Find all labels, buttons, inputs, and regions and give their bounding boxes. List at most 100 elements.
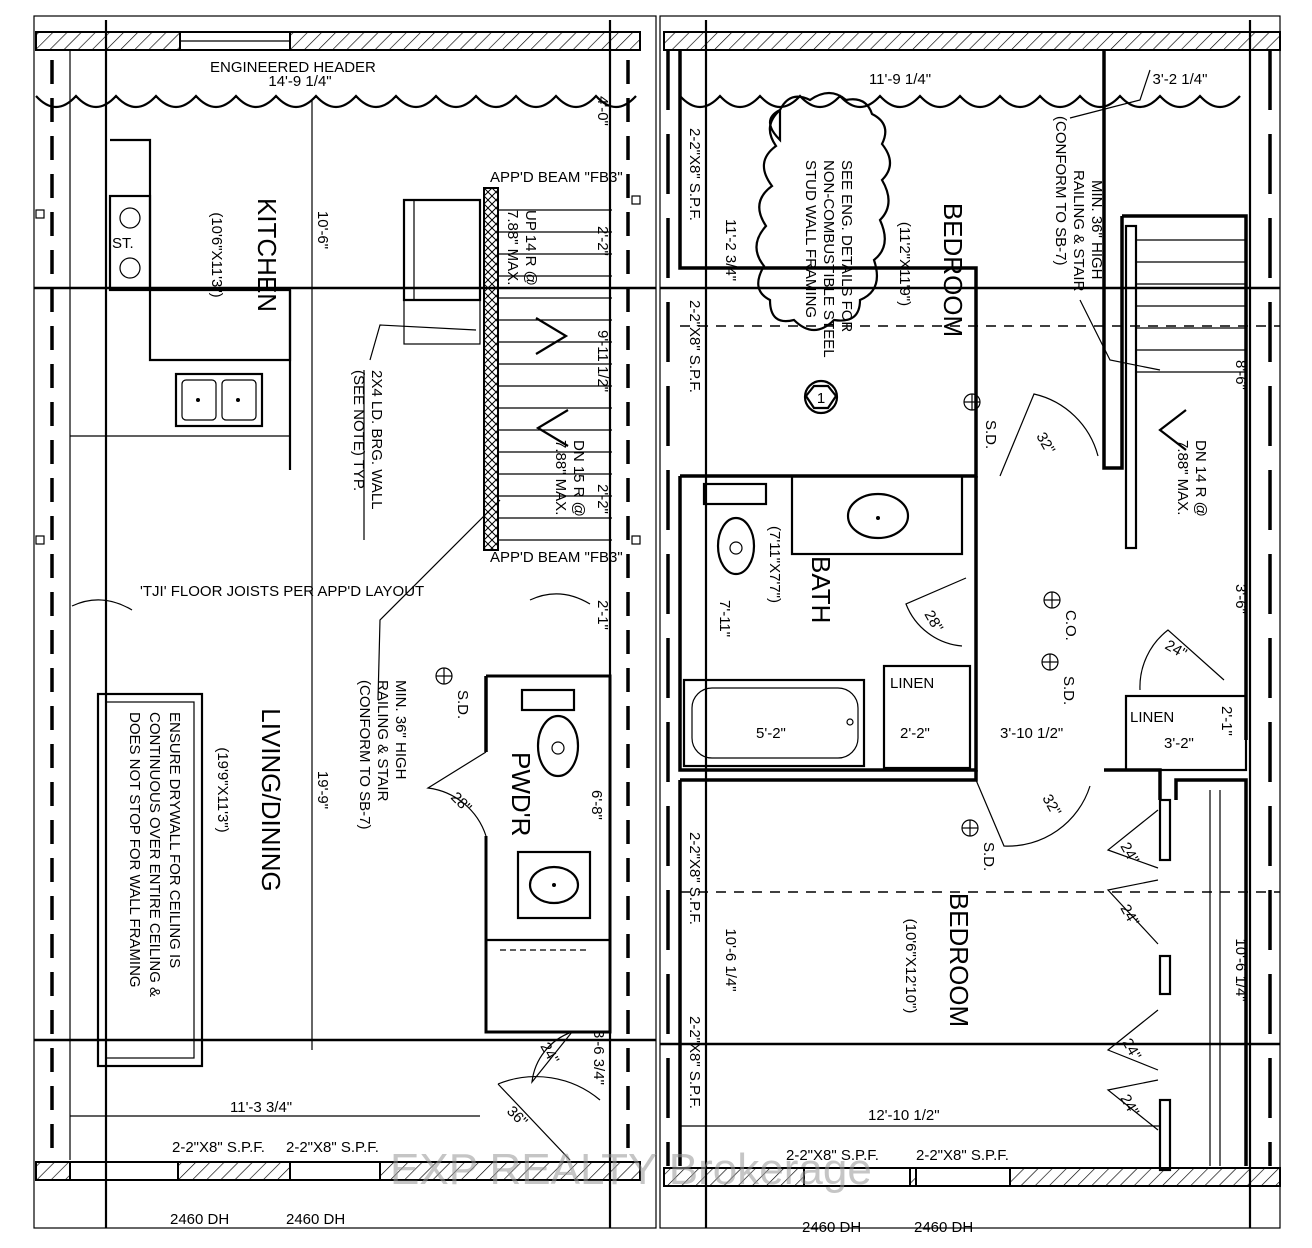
stair-up-line-2: 7.88" MAX. bbox=[504, 210, 521, 285]
door-36: 36" bbox=[503, 1103, 531, 1131]
bedroom1-door-swing bbox=[999, 393, 1099, 477]
bedroom2-door-swing bbox=[975, 779, 1091, 847]
top-exterior-wall-right bbox=[663, 31, 1281, 51]
bath-walls bbox=[678, 476, 978, 772]
left-panel-main-floor: ENGINEERED HEADER 14'-9 1/4" ST. KITCHEN… bbox=[33, 15, 657, 1229]
dim-2-2a: 2'-2" bbox=[594, 226, 611, 256]
kitchen-sink bbox=[174, 372, 264, 428]
linen-1-label: LINEN bbox=[890, 675, 934, 692]
sd-left-label: S.D. bbox=[454, 690, 471, 719]
railing-right-line-2: RAILING & STAIR bbox=[1070, 170, 1087, 292]
linen-closet-1 bbox=[882, 664, 972, 770]
door-24-b2: 24" bbox=[1117, 902, 1143, 930]
dim-12-10: 12'-10 1/2" bbox=[868, 1107, 940, 1124]
smoke-detector-bedroom2 bbox=[961, 819, 979, 837]
stair-upper-dn-2: 7.88" MAX. bbox=[1174, 440, 1191, 515]
stair-up-line-1: UP 14 R @ bbox=[522, 210, 539, 286]
watermark: EXP REALTY Brokerage bbox=[390, 1145, 872, 1194]
engineered-header-label: ENGINEERED HEADER bbox=[210, 59, 376, 76]
door-24-left: 24" bbox=[537, 1040, 563, 1068]
steel-framing-cloud-note bbox=[755, 91, 892, 332]
dim-2-2b: 2'-2" bbox=[594, 484, 611, 514]
dim-7-11: 7'-11" bbox=[716, 600, 733, 637]
kitchen-counter bbox=[110, 138, 292, 362]
bedroom1-name: BEDROOM bbox=[938, 203, 968, 337]
spf-bottom-right-2: 2-2"X8" S.P.F. bbox=[916, 1147, 1009, 1164]
brg-wall-line-1: 2X4 LD. BRG. WALL bbox=[368, 370, 385, 510]
beam-bottom-label: APP'D BEAM "FB3" bbox=[490, 549, 623, 566]
stair-upper-dn-1: DN 14 R @ bbox=[1192, 440, 1209, 517]
top-exterior-wall bbox=[35, 31, 641, 51]
dh-1: 2460 DH bbox=[170, 1211, 229, 1228]
dim-11-2: 11'-2 3/4" bbox=[722, 219, 739, 281]
railing-left-line-2: RAILING & STAIR bbox=[374, 680, 391, 802]
door-24-b1: 24" bbox=[1117, 840, 1143, 868]
co-label: C.O. bbox=[1062, 610, 1079, 641]
bifold-2 bbox=[1106, 879, 1159, 945]
entry-door-swing bbox=[497, 1076, 601, 1161]
dim-10-6-b: 10'-6 1/4" bbox=[1232, 938, 1249, 1001]
header-scallop-right bbox=[679, 94, 1241, 109]
bath-toilet bbox=[716, 516, 756, 576]
bath-name: BATH bbox=[806, 556, 836, 623]
window-bottom-1 bbox=[69, 1161, 179, 1181]
kitchen-size: (10'6"X11'3") bbox=[208, 212, 225, 297]
door-28-left: 28" bbox=[447, 789, 475, 817]
drywall-line-3: DOES NOT STOP FOR WALL FRAMING bbox=[126, 712, 143, 988]
stair-dn-line-2: 7.88" MAX. bbox=[552, 440, 569, 515]
steel-line-2: NON-COMBUSTIBLE STEEL bbox=[820, 160, 837, 358]
living-dining-size: (19'9"X11'3") bbox=[214, 747, 231, 832]
bedroom2-size: (10'6"X12'10") bbox=[902, 919, 919, 1014]
stove bbox=[108, 194, 152, 292]
bath-size: (7'11"X7'7") bbox=[766, 526, 783, 603]
stair-upper bbox=[1124, 224, 1246, 550]
dim-10-6-a: 10'-6 1/4" bbox=[722, 928, 739, 991]
sd-hall-label: S.D. bbox=[1060, 676, 1077, 705]
smoke-detector-bedroom1 bbox=[963, 393, 981, 411]
steel-line-1: SEE ENG. DETAILS FOR bbox=[838, 160, 855, 332]
linen-closet-2 bbox=[1124, 694, 1248, 772]
dim-3-10: 3'-10 1/2" bbox=[1000, 725, 1063, 742]
dim-3-6: 3'-6" bbox=[1232, 584, 1249, 614]
stove-label: ST. bbox=[112, 235, 134, 252]
smoke-detector-hall bbox=[1041, 653, 1059, 671]
closet-door-swing bbox=[531, 1031, 573, 1084]
spf-bottom-left-1: 2-2"X8" S.P.F. bbox=[172, 1139, 265, 1156]
railing-right-line-1: MIN. 36" HIGH bbox=[1088, 180, 1105, 280]
header-scallop bbox=[35, 94, 637, 109]
door-24-linen: 24" bbox=[1162, 637, 1190, 663]
door-24-b3: 24" bbox=[1119, 1036, 1145, 1064]
ceiling-outlet bbox=[1043, 591, 1061, 609]
door-32-bottom: 32" bbox=[1039, 792, 1065, 820]
living-dining-name: LIVING/DINING bbox=[256, 708, 286, 891]
dim-8-6: 8'-6" bbox=[1232, 360, 1249, 390]
fridge bbox=[402, 198, 482, 302]
railing-right-line-3: (CONFORM TO SB-7) bbox=[1052, 116, 1069, 265]
bathtub bbox=[682, 678, 866, 768]
bath-vanity bbox=[790, 474, 964, 556]
linen2-door-swing bbox=[1139, 629, 1225, 691]
linen-2-label: LINEN bbox=[1130, 709, 1174, 726]
dim-3-6-3-4: 3'-6 3/4" bbox=[590, 1030, 607, 1085]
brg-wall-line-2: (SEE NOTE) TYP. bbox=[350, 370, 367, 491]
beam-top-label: APP'D BEAM "FB3" bbox=[490, 169, 623, 186]
stair-upper-down-arrow bbox=[1158, 409, 1187, 451]
beam-fb3 bbox=[483, 187, 499, 551]
dim-2-2c: 2'-2" bbox=[900, 725, 930, 742]
spf-side-3: 2-2"X8" S.P.F. bbox=[686, 832, 703, 925]
railing-left-line-3: (CONFORM TO SB-7) bbox=[356, 680, 373, 829]
pwdr-door-swing bbox=[426, 751, 487, 837]
stair-down-arrow bbox=[535, 409, 569, 447]
pwdr-name: PWD'R bbox=[506, 752, 536, 836]
dim-14-9: 14'-9 1/4" bbox=[268, 73, 331, 90]
dim-6-8: 6'-8" bbox=[588, 790, 605, 820]
dim-11-3: 11'-3 3/4" bbox=[230, 1099, 292, 1116]
sd-bedroom1-label: S.D. bbox=[982, 420, 999, 449]
spf-side-2: 2-2"X8" S.P.F. bbox=[686, 300, 703, 393]
bifold-1 bbox=[1106, 809, 1159, 869]
dim-9-11: 9'-11 1/2" bbox=[594, 330, 611, 392]
stair-up-arrow bbox=[535, 317, 569, 355]
window-bottom-3 bbox=[803, 1167, 911, 1187]
sd-bedroom2-label: S.D. bbox=[980, 842, 997, 871]
